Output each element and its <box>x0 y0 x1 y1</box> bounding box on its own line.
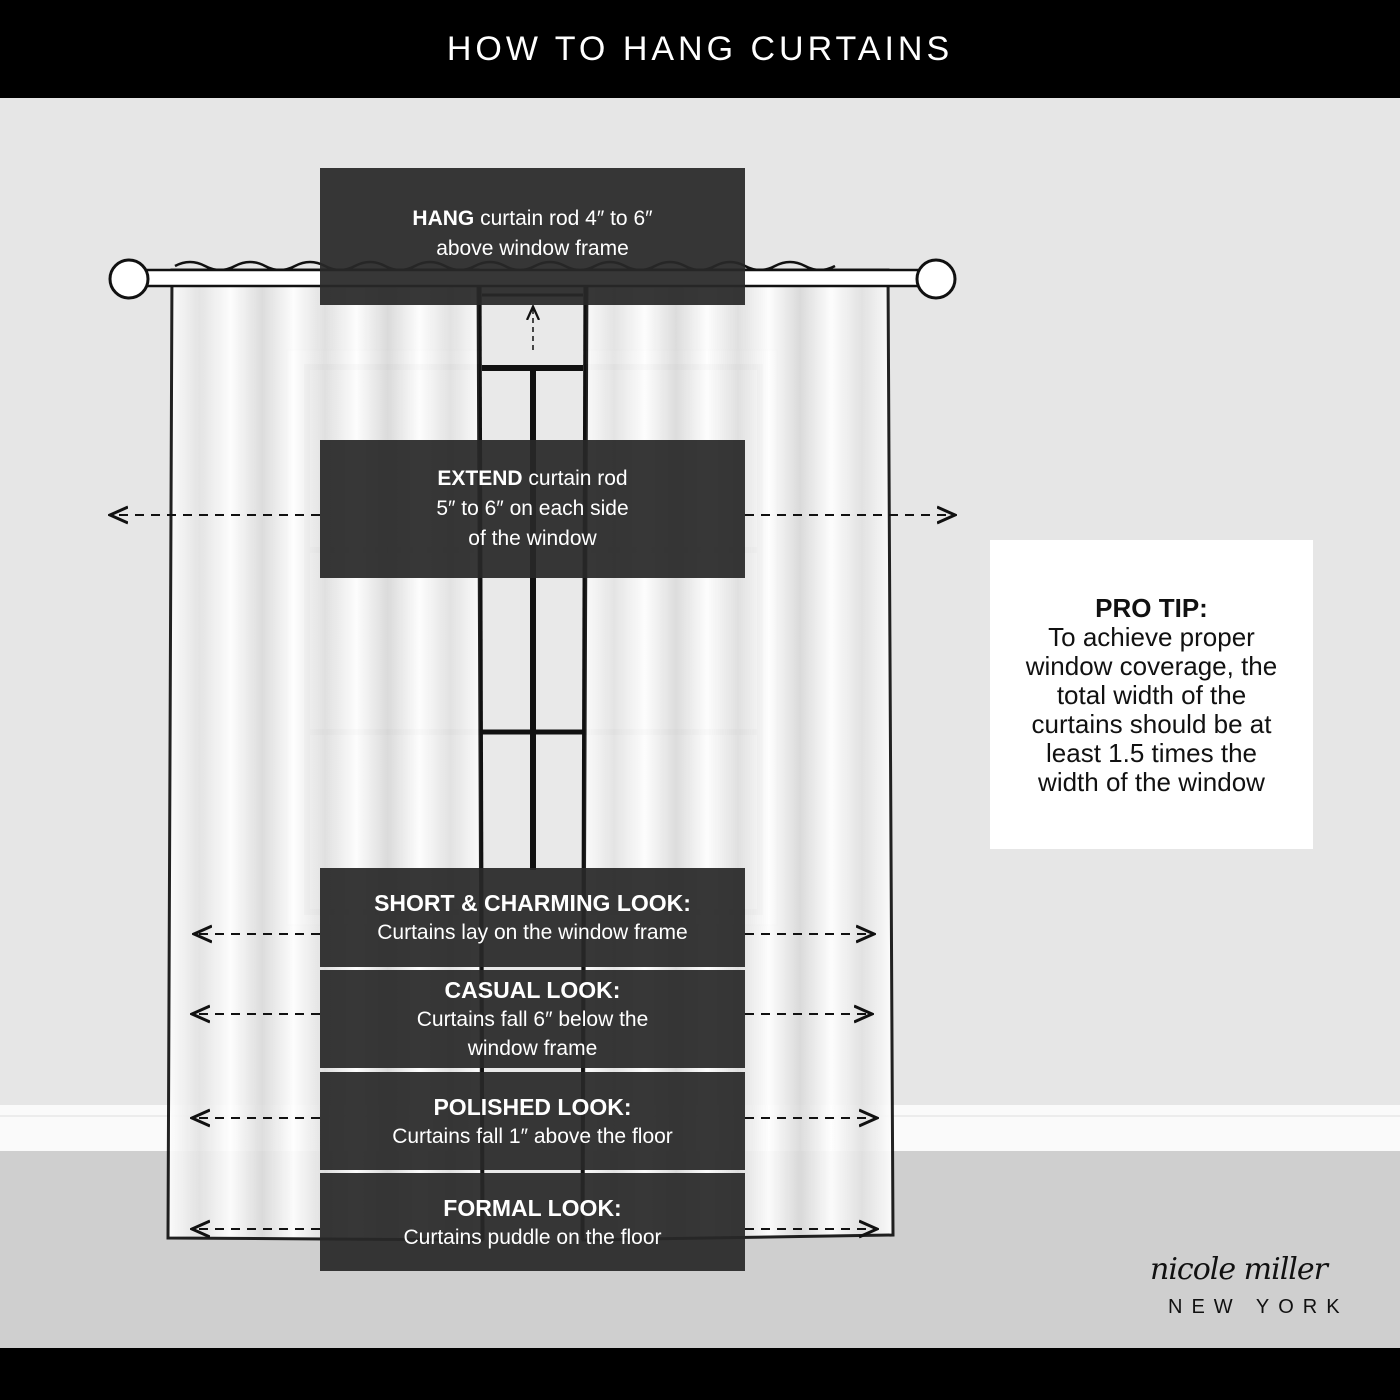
look-box-formal: FORMAL LOOK: Curtains puddle on the floo… <box>320 1173 745 1271</box>
logo-signature: nicole miller <box>1150 1252 1328 1287</box>
extend-keyword: EXTEND <box>437 467 523 490</box>
look-title: SHORT & CHARMING LOOK: <box>374 890 691 916</box>
pro-tip-body: To achieve proper window coverage, the t… <box>1025 621 1278 797</box>
logo-subtitle: NEW YORK <box>1168 1296 1349 1318</box>
extend-text-line3: of the window <box>468 527 597 550</box>
look-box-casual: CASUAL LOOK: Curtains fall 6″ below the … <box>320 970 745 1068</box>
hang-step-box: HANG curtain rod 4″ to 6″ above window f… <box>320 168 745 305</box>
extend-text-line1: curtain rod <box>522 467 628 490</box>
bottom-bar <box>0 1348 1400 1400</box>
title-bar: HOW TO HANG CURTAINS <box>0 0 1400 98</box>
pro-tip-heading: PRO TIP: <box>1095 592 1208 623</box>
look-description: Curtains lay on the window frame <box>377 921 688 944</box>
look-box-polished: POLISHED LOOK: Curtains fall 1″ above th… <box>320 1072 745 1170</box>
look-description: Curtains puddle on the floor <box>403 1225 662 1249</box>
look-description: Curtains fall 1″ above the floor <box>392 1124 673 1148</box>
brand-logo: nicole miller NEW YORK <box>1150 1250 1395 1320</box>
look-box-short-charming: SHORT & CHARMING LOOK: Curtains lay on t… <box>320 868 745 967</box>
hang-keyword: HANG <box>412 207 475 230</box>
extend-step-box: EXTEND curtain rod 5″ to 6″ on each side… <box>320 440 745 578</box>
hang-text-line2: above window frame <box>436 237 629 260</box>
page-title: HOW TO HANG CURTAINS <box>446 29 954 68</box>
look-title: CASUAL LOOK: <box>444 977 621 1003</box>
extend-text-line2: 5″ to 6″ on each side <box>436 497 629 520</box>
hang-text-line1: curtain rod 4″ to 6″ <box>474 207 653 230</box>
look-description: Curtains fall 6″ below the window frame <box>416 1008 649 1060</box>
pro-tip-box: PRO TIP: To achieve proper window covera… <box>990 540 1313 849</box>
measurement-arrows <box>112 515 953 1229</box>
look-title: FORMAL LOOK: <box>443 1194 622 1221</box>
look-title: POLISHED LOOK: <box>433 1093 632 1120</box>
